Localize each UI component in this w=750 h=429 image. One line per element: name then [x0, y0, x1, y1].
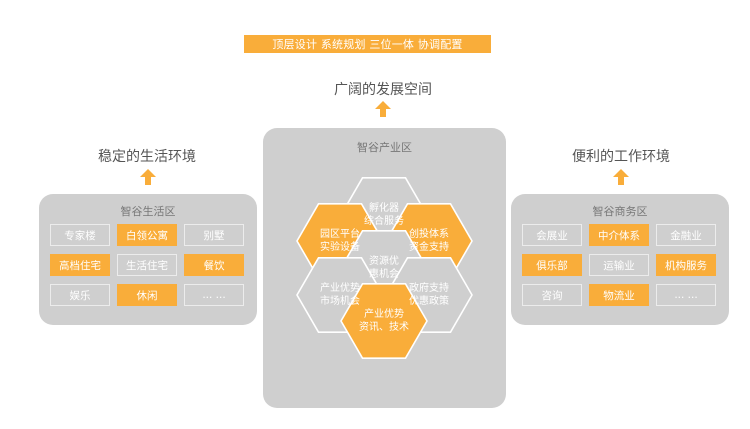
hex-tile — [340, 283, 428, 359]
grid-cell: 咨询 — [522, 284, 582, 306]
hex-label-line: 实验设备 — [320, 242, 360, 253]
grid-cell: 金融业 — [656, 224, 716, 246]
grid-cell: 休闲 — [117, 284, 177, 306]
business-zone-grid: 会展业中介体系金融业俱乐部运输业机构服务咨询物流业 ... ... — [522, 224, 716, 306]
grid-cell: 高档住宅 — [50, 254, 110, 276]
industry-zone-panel: 智谷产业区 孵化器综合服务园区平台实验设备创投体系资金支持资源优惠机会产业优势市… — [263, 128, 506, 408]
hex-label: 产业优势资讯、技术 — [339, 308, 429, 334]
top-banner: 顶层设计 系统规划 三位一体 协调配置 — [244, 35, 491, 53]
hex-cluster — [296, 176, 473, 359]
hex-label: 产业优势市场机会 — [295, 282, 385, 308]
hex-label-line: 政府支持 — [409, 283, 449, 294]
hex-label-line: 综合服务 — [364, 216, 404, 227]
up-arrow-icon — [613, 169, 629, 185]
hex-label: 政府支持优惠政策 — [384, 282, 474, 308]
center-heading: 广阔的发展空间 — [334, 82, 432, 98]
hex-label-line: 惠机会 — [369, 269, 399, 280]
grid-cell: 中介体系 — [589, 224, 649, 246]
grid-cell: 俱乐部 — [522, 254, 582, 276]
hex-label-line: 优惠政策 — [409, 296, 449, 307]
hex-label: 资源优惠机会 — [339, 255, 429, 281]
grid-cell: ... ... — [184, 284, 244, 306]
grid-cell: 专家楼 — [50, 224, 110, 246]
grid-cell: 餐饮 — [184, 254, 244, 276]
grid-cell: 会展业 — [522, 224, 582, 246]
hex-label-line: 产业优势 — [364, 309, 404, 320]
up-arrow-icon — [140, 169, 156, 185]
right-heading: 便利的工作环境 — [572, 149, 670, 165]
life-zone-grid: 专家楼白领公寓别墅高档住宅生活住宅餐饮娱乐休闲 ... ... — [50, 224, 244, 306]
grid-cell: 物流业 — [589, 284, 649, 306]
grid-cell: 生活住宅 — [117, 254, 177, 276]
hex-label-line: 园区平台 — [320, 229, 360, 240]
panel-title: 智谷商务区 — [592, 205, 648, 218]
grid-cell: 娱乐 — [50, 284, 110, 306]
hex-label-line: 创投体系 — [409, 229, 449, 240]
grid-cell: 白领公寓 — [117, 224, 177, 246]
panel-title: 智谷产业区 — [357, 141, 412, 154]
hex-label-line: 产业优势 — [320, 283, 360, 294]
hex-label-line: 资讯、技术 — [359, 322, 409, 333]
panel-title: 智谷生活区 — [120, 205, 176, 218]
hex-label: 孵化器综合服务 — [339, 202, 429, 228]
up-arrow-icon — [375, 101, 391, 117]
hex-label-line: 孵化器 — [369, 203, 399, 214]
hex-label: 园区平台实验设备 — [295, 228, 385, 254]
hex-label-line: 市场机会 — [320, 296, 360, 307]
grid-cell: 机构服务 — [656, 254, 716, 276]
hex-label-line: 资源优 — [369, 256, 399, 267]
business-zone-panel: 智谷商务区 会展业中介体系金融业俱乐部运输业机构服务咨询物流业 ... ... — [511, 194, 729, 325]
hex-label: 创投体系资金支持 — [384, 228, 474, 254]
life-zone-panel: 智谷生活区 专家楼白领公寓别墅高档住宅生活住宅餐饮娱乐休闲 ... ... — [39, 194, 257, 325]
hex-label-line: 资金支持 — [409, 242, 449, 253]
grid-cell: 别墅 — [184, 224, 244, 246]
left-heading: 稳定的生活环境 — [98, 149, 196, 165]
grid-cell: ... ... — [656, 284, 716, 306]
grid-cell: 运输业 — [589, 254, 649, 276]
